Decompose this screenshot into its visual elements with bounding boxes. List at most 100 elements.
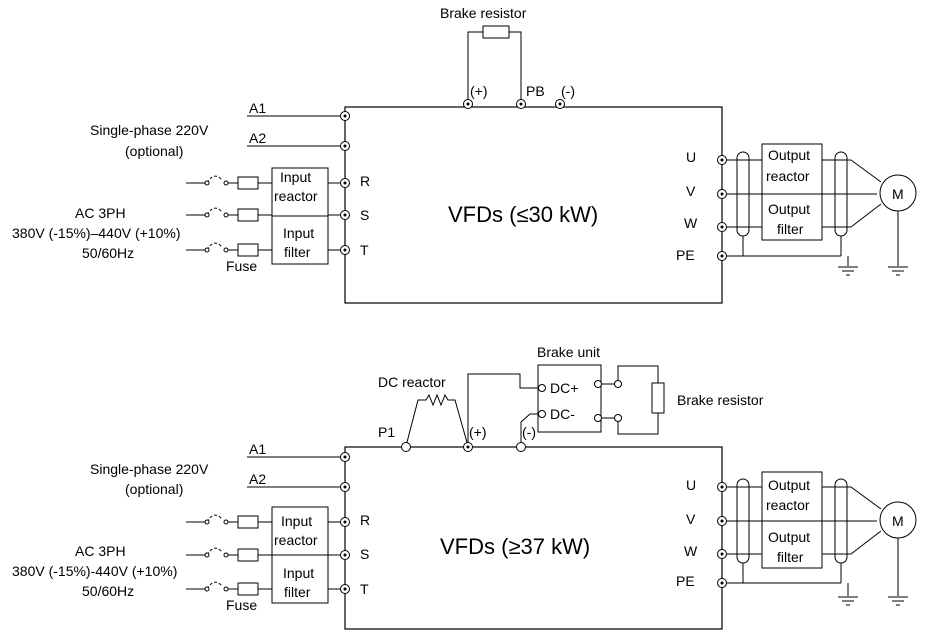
input-filter-label-2: filter: [284, 244, 311, 260]
ground-symbol-2: [888, 266, 908, 276]
brake-dc-minus-label: DC-: [550, 406, 575, 422]
ground-symbol-2: [888, 596, 908, 606]
fuse-r: [237, 176, 259, 190]
brake-dc-plus-label: DC+: [550, 380, 578, 396]
output-filter-label-2: filter: [777, 549, 804, 565]
input-filter-label-1: Input: [283, 565, 314, 581]
output-reactor-label-1: Output: [768, 147, 810, 163]
a1-label: A1: [249, 100, 266, 116]
output-reactor-filter-box: [761, 143, 823, 241]
input-line-r: [186, 514, 341, 529]
fuse-s: [237, 548, 259, 562]
dc-reactor: [405, 393, 469, 447]
output-reactor-label-2: reactor: [766, 497, 810, 513]
diagram-small-vfd: Brake resistor VFDs (≤30 kW) (+) PB (-) …: [12, 5, 917, 304]
dc-plus-wire: [467, 373, 538, 446]
v-label: V: [686, 183, 696, 199]
terminal-t: [340, 245, 350, 255]
terminal-u: [717, 155, 727, 165]
dc-reactor-label: DC reactor: [378, 374, 446, 390]
terminal-a1: [340, 452, 350, 462]
brake-unit-label: Brake unit: [537, 344, 600, 360]
output-filter-label-2: filter: [777, 221, 804, 237]
input-reactor-label-2: reactor: [274, 532, 318, 548]
s-label: S: [360, 207, 369, 223]
vfd-box: [344, 106, 723, 304]
a2-label: A2: [249, 130, 266, 146]
single-phase-optional: (optional): [125, 143, 183, 159]
output-reactor-label-1: Output: [768, 477, 810, 493]
vfd-box: [344, 446, 723, 630]
a1-label: A1: [249, 441, 266, 457]
terminal-r: [340, 178, 350, 188]
terminal-pb: [516, 99, 526, 109]
terminal-a2: [340, 482, 350, 492]
input-line-s: [186, 547, 341, 562]
p1-label: P1: [378, 424, 395, 440]
brake-resistor: [651, 382, 665, 414]
input-reactor-label-1: Input: [281, 513, 312, 529]
pb-label: PB: [526, 83, 545, 99]
input-line-t: [186, 581, 341, 596]
terminal-v: [717, 189, 727, 199]
motor-label: M: [892, 186, 904, 202]
brake-resistor-label: Brake resistor: [677, 392, 764, 408]
fuse-s: [237, 208, 259, 222]
input-filter-label-1: Input: [283, 225, 314, 241]
s-label: S: [360, 546, 369, 562]
terminal-w: [717, 549, 727, 559]
terminal-w: [717, 222, 727, 232]
w-label: W: [684, 543, 698, 559]
brake-resistor-wire: [467, 31, 522, 104]
input-line-t: [186, 242, 341, 257]
r-label: R: [360, 173, 370, 189]
fuse-t: [237, 243, 259, 257]
terminal-pe: [717, 578, 727, 588]
dc-minus-label: (-): [561, 83, 575, 99]
output-filter-label-1: Output: [768, 201, 810, 217]
terminal-u: [717, 482, 727, 492]
terminal-a2: [340, 141, 350, 151]
terminal-r: [340, 517, 350, 527]
terminal-pe: [717, 251, 727, 261]
a2-label: A2: [249, 471, 266, 487]
ac-3ph-label: AC 3PH: [75, 205, 126, 221]
dc-minus-wire: [520, 413, 538, 446]
terminal-s: [340, 550, 350, 560]
terminal-s: [340, 210, 350, 220]
ac-voltage-label: 380V (-15%)–440V (+10%): [12, 225, 181, 241]
v-label: V: [686, 511, 696, 527]
terminal-dc-minus: [516, 442, 526, 452]
ac-frequency-label: 50/60Hz: [82, 245, 134, 261]
dc-plus-label: (+): [469, 424, 487, 440]
fuse-t: [237, 582, 259, 596]
motor: [879, 501, 917, 539]
single-phase-label: Single-phase 220V: [90, 122, 209, 138]
motor: [879, 174, 917, 212]
pe-label: PE: [676, 247, 695, 263]
terminal-dc-plus: [463, 442, 473, 452]
input-filter-label-2: filter: [284, 584, 311, 600]
u-label: U: [686, 477, 696, 493]
vfd-label: VFDs (≤30 kW): [448, 202, 598, 227]
input-line-s: [186, 207, 341, 222]
brake-unit-box: [537, 364, 602, 433]
vfd-label: VFDs (≥37 kW): [440, 534, 590, 559]
terminal-a1: [340, 111, 350, 121]
pe-label: PE: [676, 573, 695, 589]
dc-minus-label: (-): [522, 424, 536, 440]
diagram-large-vfd: Brake unit DC+ DC- Brake resistor DC rea…: [12, 344, 917, 630]
terminal-dc-minus: [555, 99, 565, 109]
brake-resistor-wire: [617, 365, 659, 435]
output-reactor-label-2: reactor: [766, 168, 810, 184]
input-line-r: [186, 175, 341, 190]
w-label: W: [684, 215, 698, 231]
ac-frequency-label: 50/60Hz: [82, 583, 134, 599]
ac-3ph-label: AC 3PH: [75, 543, 126, 559]
fuse-r: [237, 515, 259, 529]
brake-resistor-label: Brake resistor: [440, 5, 527, 21]
ground-symbol-1: [838, 266, 858, 276]
single-phase-optional: (optional): [125, 481, 183, 497]
output-filter-label-1: Output: [768, 529, 810, 545]
